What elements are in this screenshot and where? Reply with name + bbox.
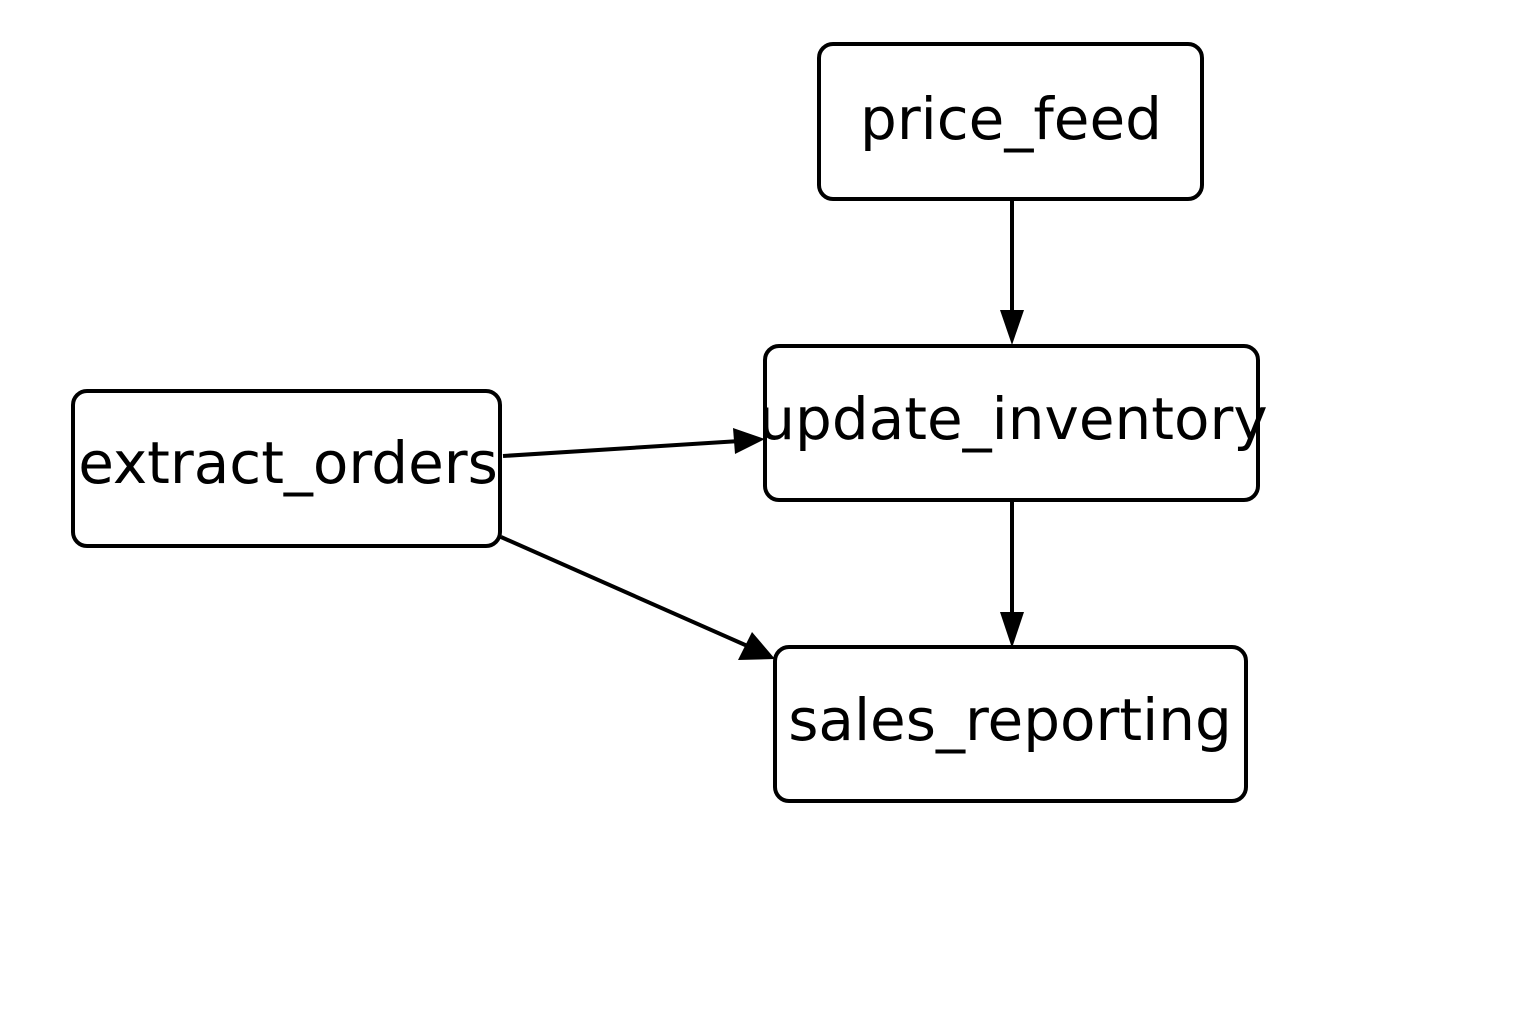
node-sales-reporting-label: sales_reporting (788, 686, 1232, 754)
edge-extract-orders-to-sales-reporting (500, 535, 775, 660)
node-sales-reporting[interactable]: sales_reporting (773, 645, 1248, 803)
node-update-inventory[interactable]: update_inventory (758, 344, 1268, 502)
node-price-feed-label: price_feed (860, 85, 1162, 153)
node-extract-orders-label: extract_orders (78, 429, 498, 497)
edges (500, 200, 1024, 660)
node-update-inventory-label: update_inventory (758, 385, 1267, 453)
edge-price-feed-to-update-inventory (1000, 200, 1024, 345)
edge-update-inventory-to-sales-reporting (1000, 501, 1024, 648)
node-price-feed[interactable]: price_feed (817, 42, 1204, 201)
node-extract-orders[interactable]: extract_orders (71, 389, 502, 548)
edge-extract-orders-to-update-inventory (502, 428, 765, 458)
